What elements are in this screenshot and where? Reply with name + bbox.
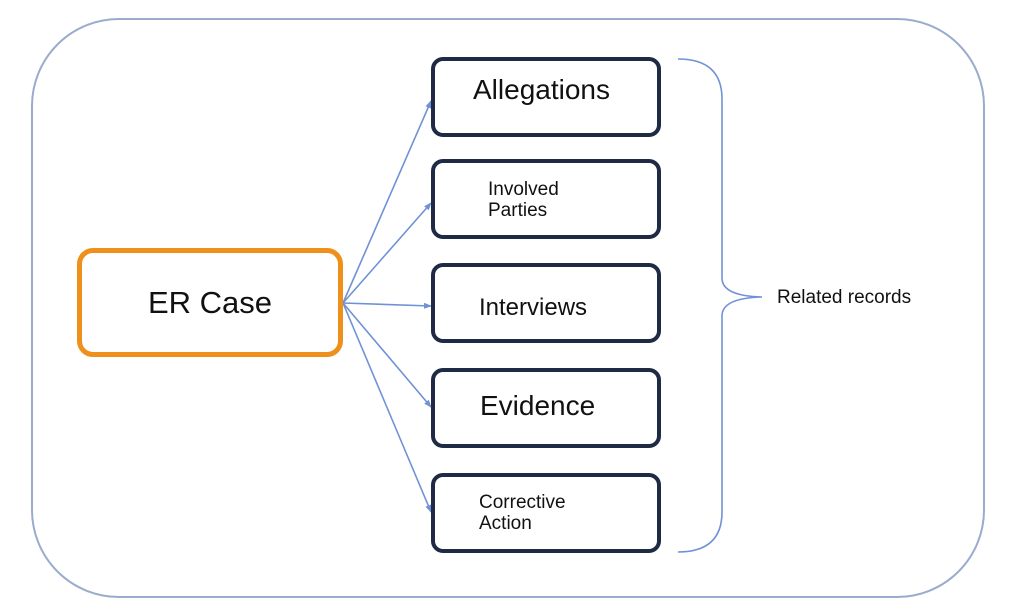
record-interviews: Interviews bbox=[431, 263, 661, 343]
record-involved-parties-label: Involved Parties bbox=[488, 179, 559, 221]
record-allegations-label: Allegations bbox=[473, 74, 610, 105]
er-case-node: ER Case bbox=[77, 248, 343, 357]
diagram-frame bbox=[31, 18, 985, 598]
record-interviews-label: Interviews bbox=[479, 294, 588, 321]
record-evidence: Evidence bbox=[431, 368, 661, 448]
record-involved-parties: Involved Parties bbox=[431, 159, 661, 239]
record-evidence-label: Evidence bbox=[480, 390, 596, 421]
er-case-label: ER Case bbox=[147, 284, 273, 320]
record-allegations: Allegations bbox=[431, 57, 661, 137]
record-corrective-action-label: Corrective Action bbox=[479, 492, 566, 534]
record-corrective-action: Corrective Action bbox=[431, 473, 661, 553]
related-records-label: Related records bbox=[777, 287, 912, 308]
